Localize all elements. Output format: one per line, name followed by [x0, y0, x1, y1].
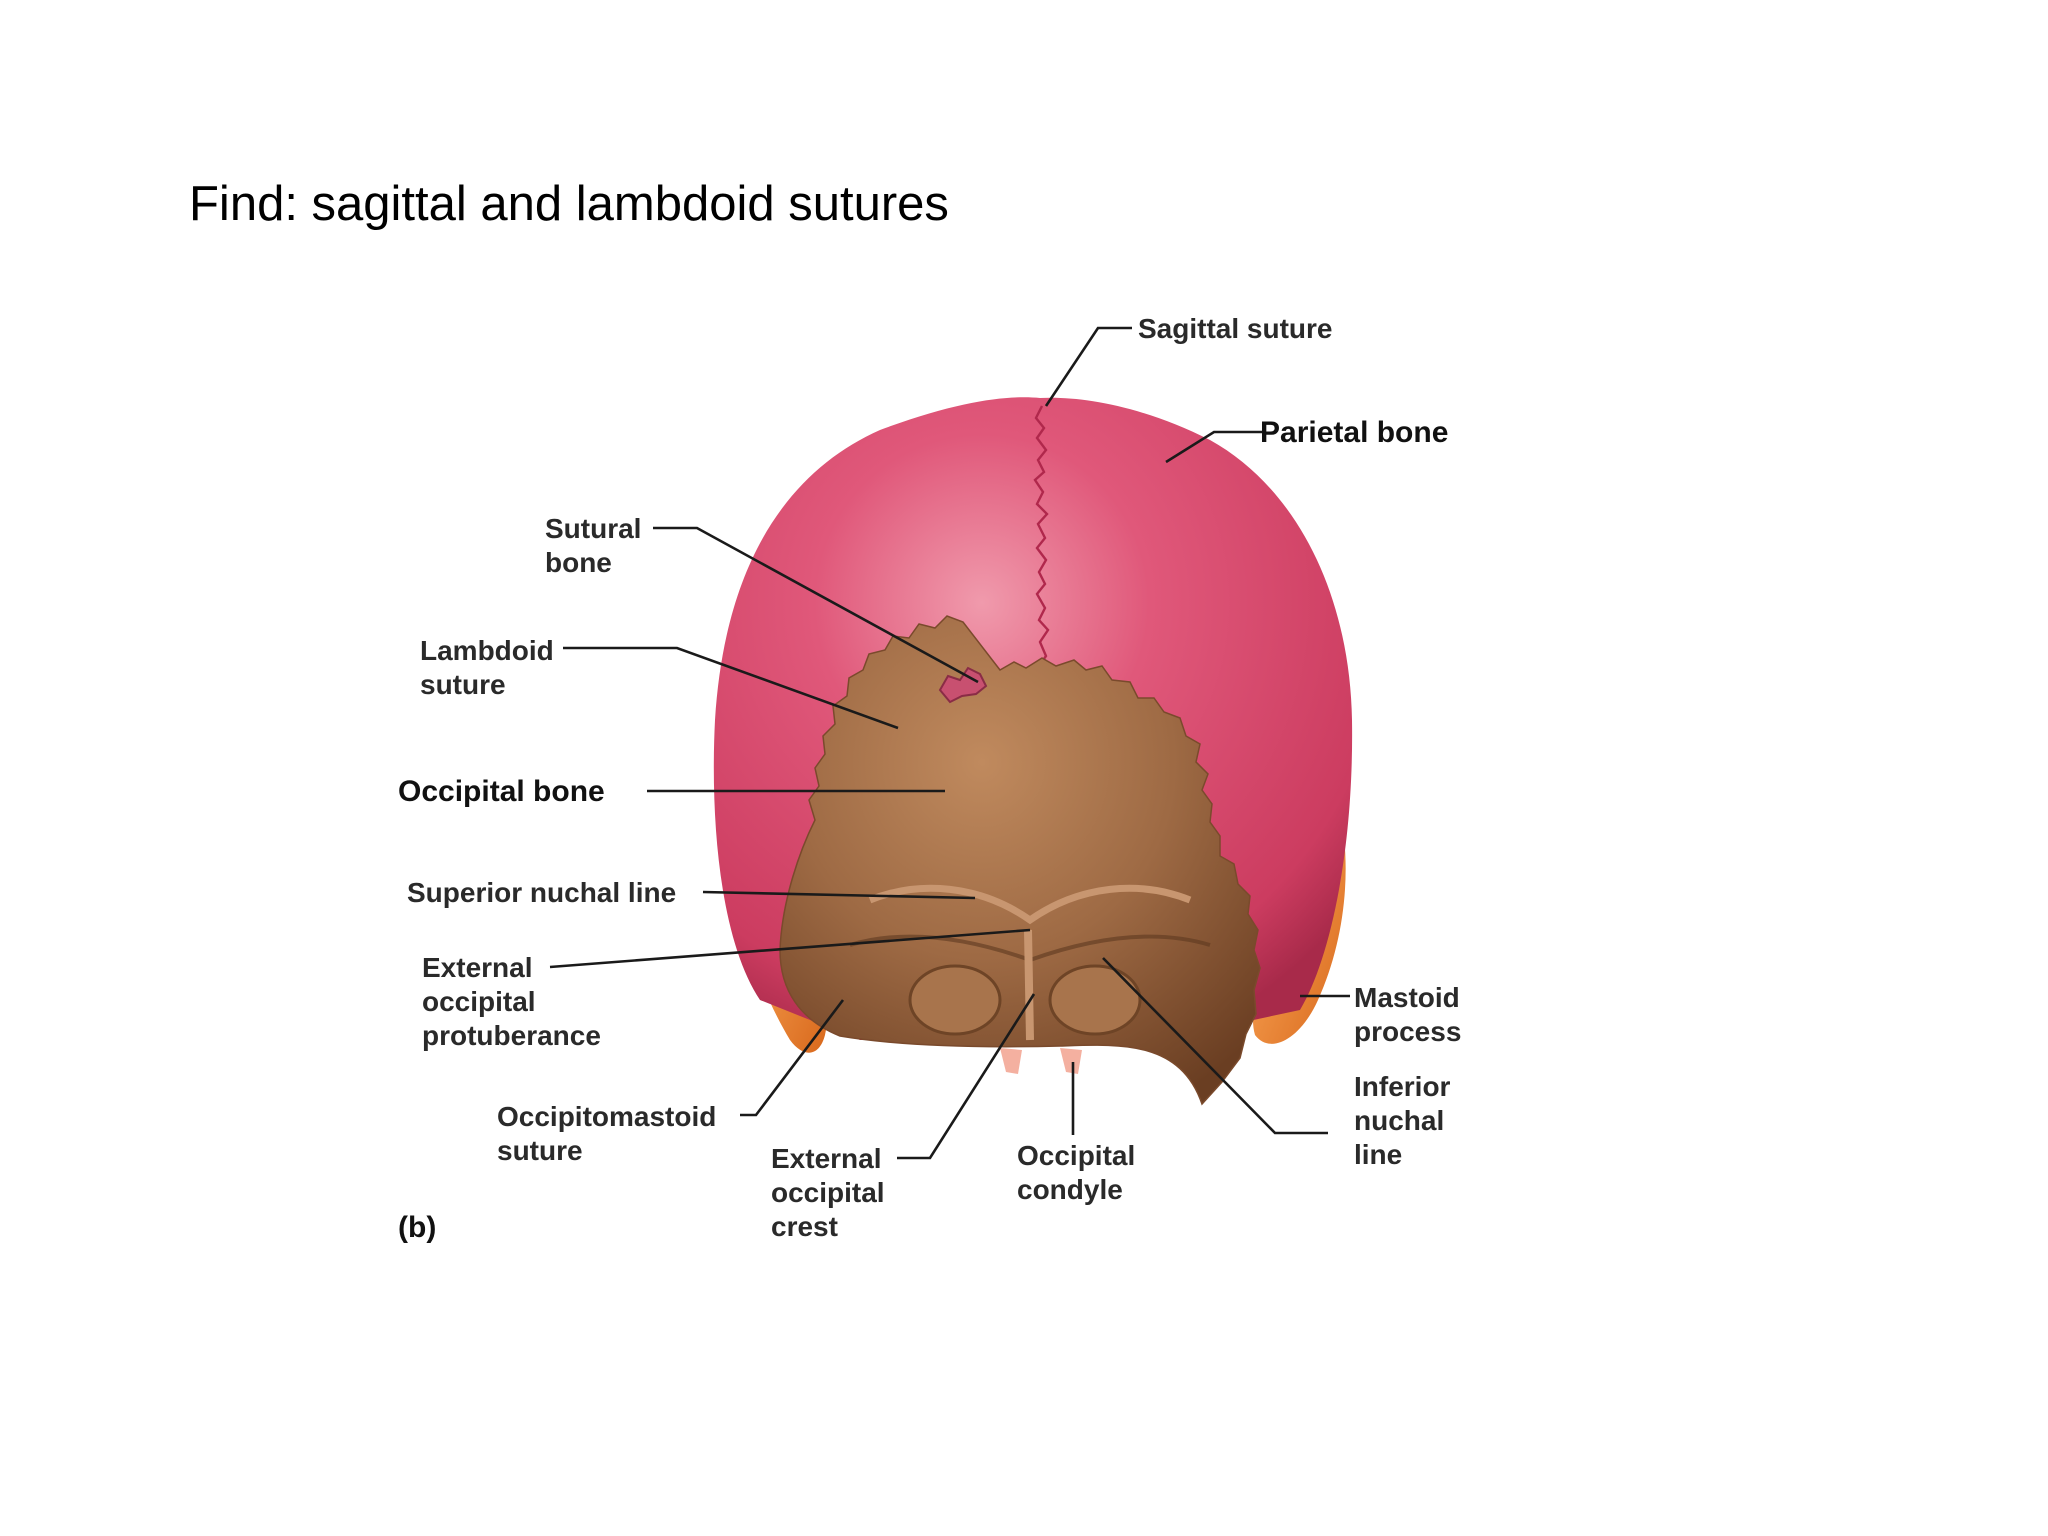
label-sutural-bone: Sutural bone [545, 513, 649, 578]
label-eoc-line3: crest [771, 1211, 838, 1242]
label-inl-line3: line [1354, 1139, 1402, 1170]
label-occipital-bone: Occipital bone [398, 775, 605, 808]
label-parietal-bone: Parietal bone [1260, 416, 1448, 449]
label-mp-line2: process [1354, 1016, 1461, 1047]
leader-lines [549, 326, 1350, 1160]
label-sutural-bone-line1: Sutural [545, 513, 641, 544]
label-eop-line3: protuberance [422, 1020, 601, 1051]
slide-title: Find: sagittal and lambdoid sutures [189, 177, 949, 231]
label-inferior-nuchal-line: Inferior nuchal line [1354, 1071, 1458, 1170]
label-eoc-line2: occipital [771, 1177, 885, 1208]
label-eop-line1: External [422, 952, 533, 983]
label-eop-line2: occipital [422, 986, 536, 1017]
label-external-occipital-protuberance: External occipital protuberance [422, 952, 601, 1051]
label-inl-line2: nuchal [1354, 1105, 1444, 1136]
label-inl-line1: Inferior [1354, 1071, 1451, 1102]
occipital-bone [779, 615, 1261, 1106]
label-oc-line2: condyle [1017, 1174, 1123, 1205]
label-lambdoid-suture-line1: Lambdoid [420, 635, 554, 666]
label-mp-line1: Mastoid [1354, 982, 1460, 1013]
label-sagittal-suture: Sagittal suture [1138, 313, 1332, 344]
label-occipitomastoid-suture: Occipitomastoid suture [497, 1101, 724, 1166]
panel-label: (b) [398, 1211, 436, 1244]
label-occipital-condyle: Occipital condyle [1017, 1140, 1143, 1205]
label-oms-line1: Occipitomastoid [497, 1101, 716, 1132]
label-oms-line2: suture [497, 1135, 583, 1166]
label-lambdoid-suture: Lambdoid suture [420, 635, 562, 700]
label-lambdoid-suture-line2: suture [420, 669, 506, 700]
sutural-bone [938, 666, 988, 704]
label-mastoid-process: Mastoid process [1354, 982, 1468, 1047]
occipital-foramen-region [849, 884, 1211, 1074]
label-oc-line1: Occipital [1017, 1140, 1135, 1171]
sagittal-suture [1033, 405, 1050, 685]
label-eoc-line1: External [771, 1143, 882, 1174]
label-external-occipital-crest: External occipital crest [771, 1143, 892, 1242]
label-sutural-bone-line2: bone [545, 547, 612, 578]
label-superior-nuchal-line: Superior nuchal line [407, 877, 676, 908]
